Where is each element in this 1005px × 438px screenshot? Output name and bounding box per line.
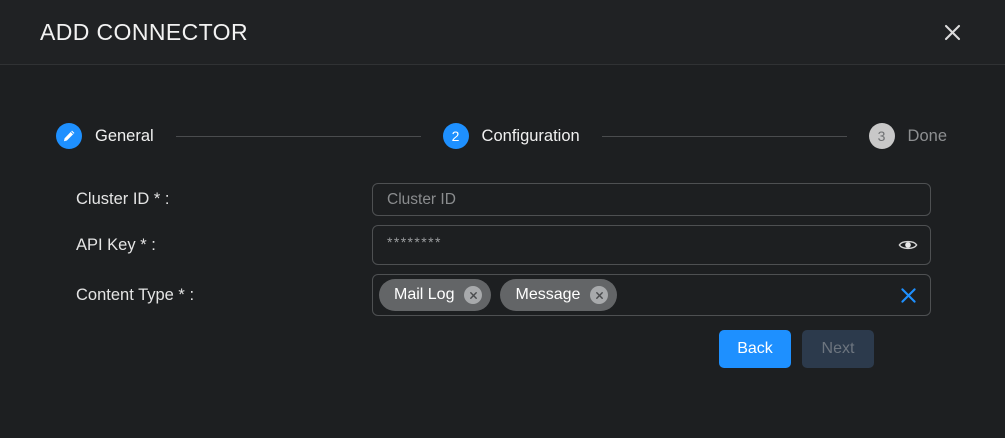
pencil-icon	[63, 130, 75, 142]
step-label-configuration: Configuration	[481, 126, 580, 145]
chip-mail-log: Mail Log	[379, 279, 492, 311]
next-button[interactable]: Next	[802, 330, 874, 368]
step-general[interactable]: General	[56, 123, 154, 149]
chip-label: Message	[515, 286, 581, 303]
chip-remove-button[interactable]	[590, 286, 609, 304]
form-row-cluster-id: Cluster ID * : Cluster ID	[76, 183, 931, 216]
step-done[interactable]: 3 Done	[868, 123, 947, 149]
stepper: General 2 Configuration 3 Done	[56, 123, 947, 149]
eye-icon	[898, 240, 918, 250]
dialog-body: General 2 Configuration 3 Done Cluster I…	[0, 123, 1005, 438]
chip-label: Mail Log	[394, 286, 455, 303]
step-connector-1	[175, 135, 421, 137]
chip-message: Message	[500, 279, 618, 311]
close-icon	[595, 291, 603, 299]
close-icon	[900, 287, 916, 303]
form-row-api-key: API Key * : ********	[76, 225, 931, 265]
back-button[interactable]: Back	[719, 330, 791, 368]
step-marker-done: 3	[868, 123, 895, 149]
close-button[interactable]	[937, 17, 967, 47]
step-connector-2	[601, 135, 847, 137]
dialog-header: ADD CONNECTOR	[0, 0, 1005, 65]
content-type-multiselect[interactable]: Mail Log Message	[372, 274, 931, 316]
chip-remove-button[interactable]	[464, 286, 483, 304]
step-label-general: General	[95, 126, 154, 145]
close-icon	[470, 291, 477, 299]
step-configuration[interactable]: 2 Configuration	[442, 123, 580, 149]
dialog-actions: Back Next	[76, 330, 931, 368]
cluster-id-placeholder: Cluster ID	[387, 190, 456, 208]
toggle-api-key-visibility-button[interactable]	[897, 234, 919, 256]
configuration-form: Cluster ID * : Cluster ID API Key * : **…	[0, 183, 1005, 368]
clear-selection-button[interactable]	[897, 284, 919, 306]
form-row-content-type: Content Type * : Mail Log Message	[76, 274, 931, 316]
label-content-type: Content Type * :	[76, 285, 195, 304]
step-label-done: Done	[907, 126, 947, 145]
close-icon	[944, 24, 960, 40]
api-key-input[interactable]: ********	[372, 225, 931, 265]
label-cluster-id: Cluster ID * :	[76, 190, 170, 208]
cluster-id-input[interactable]: Cluster ID	[372, 183, 931, 216]
page-title: ADD CONNECTOR	[40, 18, 248, 45]
api-key-value: ********	[387, 234, 442, 250]
label-api-key: API Key * :	[76, 235, 156, 254]
step-marker-general	[56, 123, 82, 149]
step-marker-configuration: 2	[442, 123, 469, 149]
